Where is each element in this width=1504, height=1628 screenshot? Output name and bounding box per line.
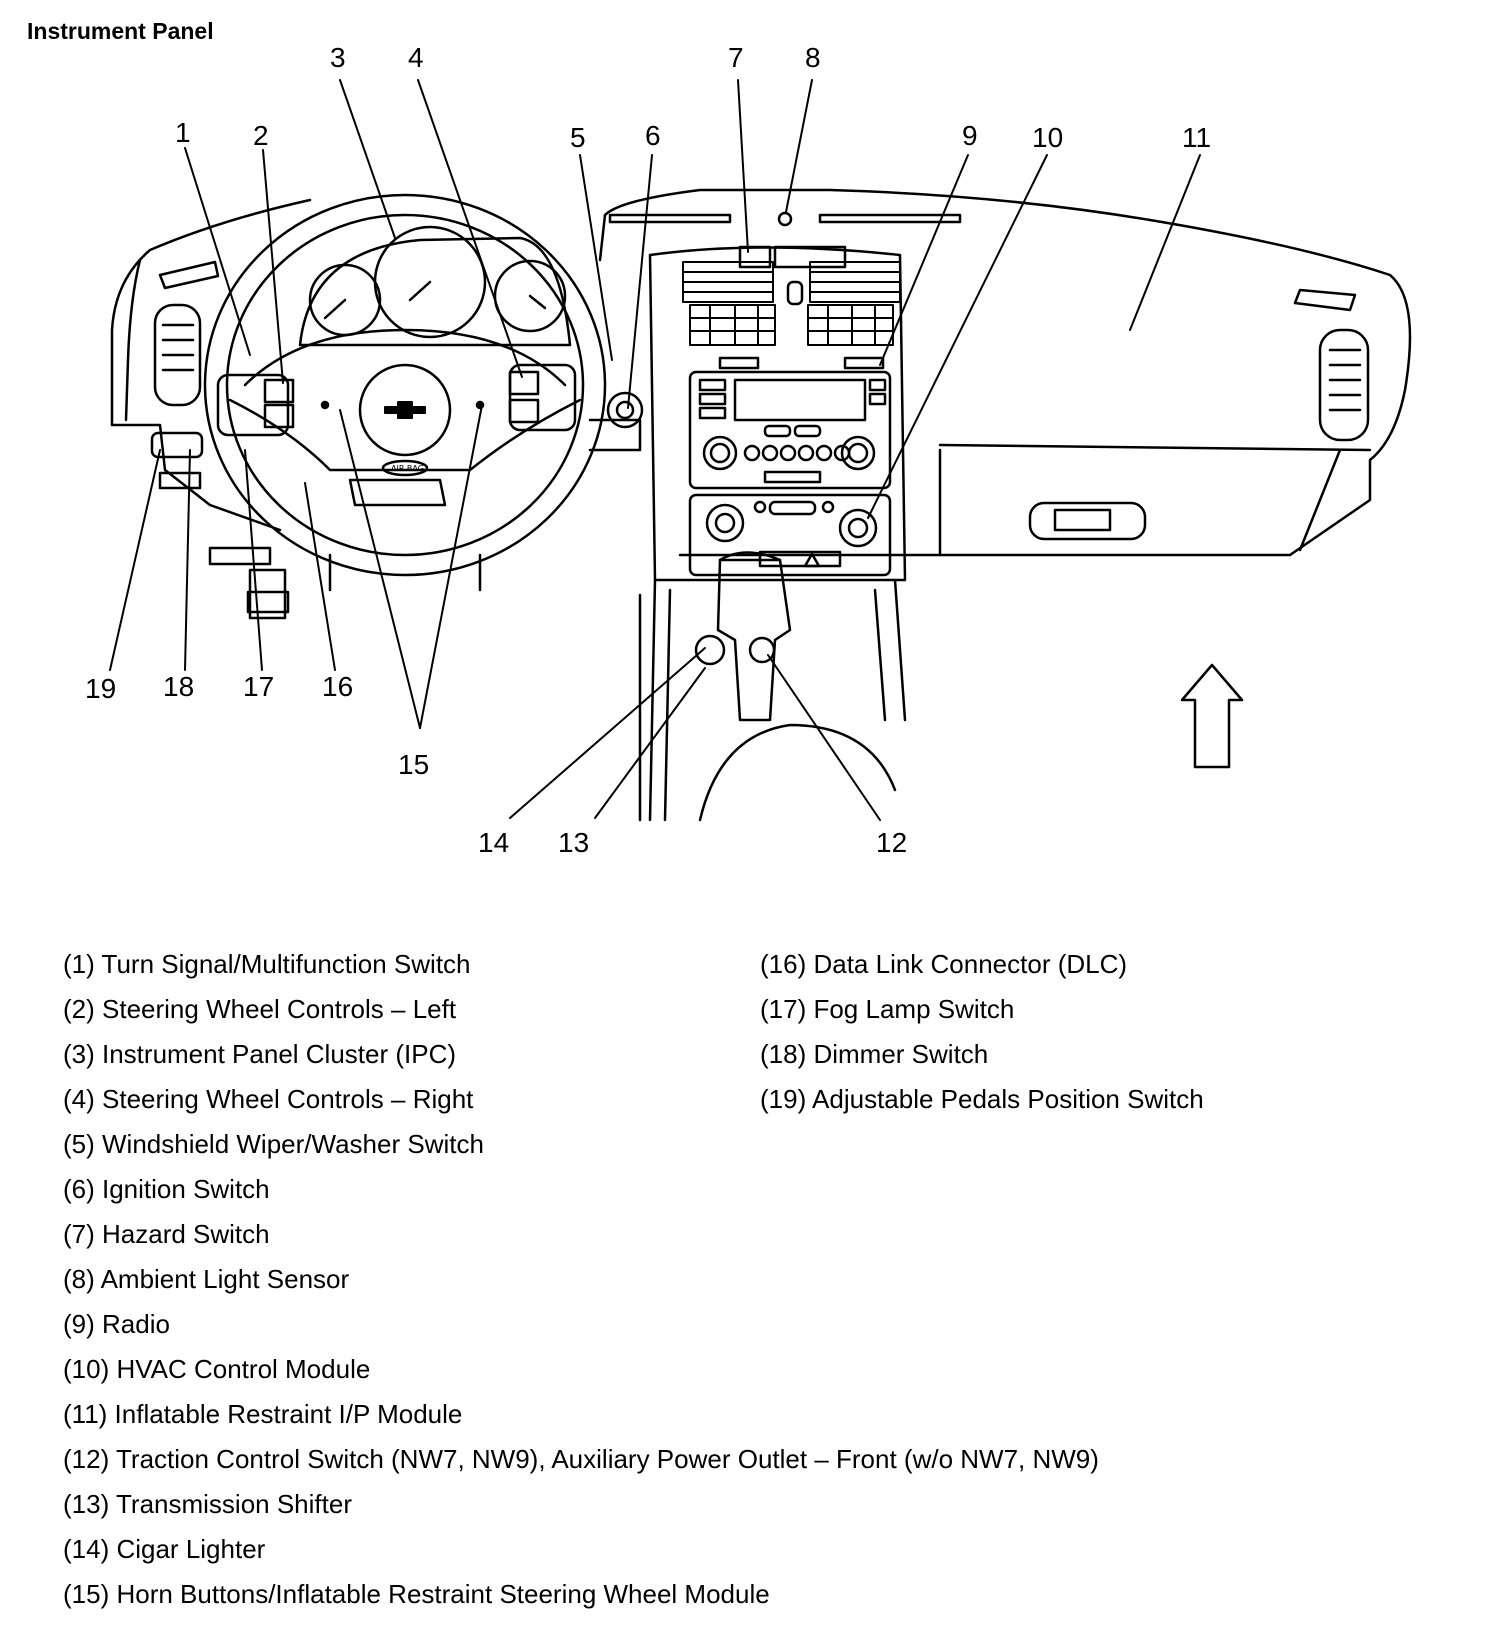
callout-15: 15 (398, 749, 429, 780)
legend-item: (5) Windshield Wiper/Washer Switch (63, 1129, 484, 1159)
callout-2: 2 (253, 120, 269, 151)
callout-4: 4 (408, 42, 424, 73)
callout-numbers: 1 2 3 4 5 6 7 8 9 10 11 12 13 14 15 16 1… (85, 42, 1211, 858)
legend-item: (6) Ignition Switch (63, 1174, 270, 1204)
legend-item: (4) Steering Wheel Controls – Right (63, 1084, 474, 1114)
legend-item: (3) Instrument Panel Cluster (IPC) (63, 1039, 457, 1069)
legend-left-column: (1) Turn Signal/Multifunction Switch (2)… (63, 942, 1099, 1617)
legend-item: (10) HVAC Control Module (63, 1354, 371, 1384)
legend-item: (9) Radio (63, 1309, 170, 1339)
legend-item: (13) Transmission Shifter (63, 1489, 352, 1519)
console-shifter (638, 551, 907, 822)
callout-16: 16 (322, 671, 353, 702)
steering-wheel: AIR BAG (203, 193, 607, 592)
instrument-panel-diagram: AIR BAG (85, 42, 1412, 858)
callout-18: 18 (163, 671, 194, 702)
callout-9: 9 (962, 120, 978, 151)
legend-item: (15) Horn Buttons/Inflatable Restraint S… (63, 1579, 770, 1609)
callout-1: 1 (175, 117, 191, 148)
instrument-cluster (298, 225, 572, 347)
legend-item: (16) Data Link Connector (DLC) (760, 949, 1128, 979)
callout-3: 3 (330, 42, 346, 73)
callout-11: 11 (1182, 122, 1211, 153)
callout-14: 14 (478, 827, 509, 858)
legend-item: (17) Fog Lamp Switch (760, 994, 1015, 1024)
ignition-switch (606, 391, 644, 429)
callout-5: 5 (570, 122, 586, 153)
airbag-label: AIR BAG (391, 464, 424, 473)
center-stack (648, 245, 907, 582)
legend-item: (1) Turn Signal/Multifunction Switch (63, 949, 471, 979)
diagram-title: Instrument Panel (27, 18, 214, 44)
legend-item: (11) Inflatable Restraint I/P Module (63, 1399, 463, 1429)
dashboard-outline (110, 188, 1412, 620)
legend-item: (2) Steering Wheel Controls – Left (63, 994, 457, 1024)
legend-item: (12) Traction Control Switch (NW7, NW9),… (63, 1444, 1099, 1474)
callout-12: 12 (876, 827, 907, 858)
legend-item: (7) Hazard Switch (63, 1219, 270, 1249)
legend-item: (18) Dimmer Switch (760, 1039, 989, 1069)
legend-item: (14) Cigar Lighter (63, 1534, 266, 1564)
callout-17: 17 (243, 671, 274, 702)
callout-19: 19 (85, 673, 116, 704)
callout-13: 13 (558, 827, 589, 858)
legend-item: (8) Ambient Light Sensor (63, 1264, 350, 1294)
callout-8: 8 (805, 42, 821, 73)
callout-6: 6 (645, 120, 661, 151)
callout-10: 10 (1032, 122, 1063, 153)
callout-7: 7 (728, 42, 744, 73)
forward-arrow-icon (1180, 663, 1244, 769)
legend-right-column: (16) Data Link Connector (DLC) (17) Fog … (760, 942, 1204, 1122)
leader-lines (109, 79, 1201, 821)
legend-item: (19) Adjustable Pedals Position Switch (760, 1084, 1204, 1114)
